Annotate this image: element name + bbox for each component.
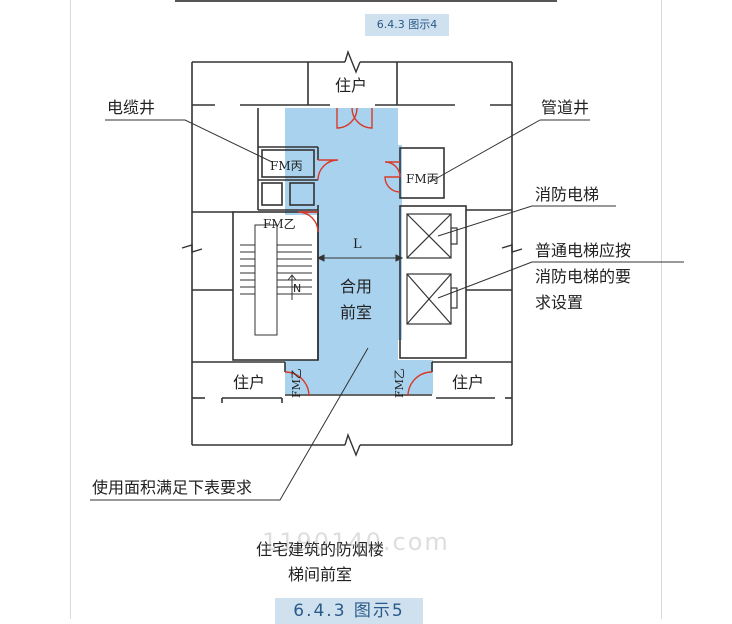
door-label-fm-yi-bottom-left: FM乙: [290, 368, 303, 398]
door-swings: [284, 107, 433, 397]
stair-treads: [240, 224, 312, 336]
walls: [191, 61, 513, 446]
page-frame: [70, 0, 662, 619]
watermark: 1190140.com: [262, 528, 450, 556]
door-label-fm-bing-right: FM丙: [406, 172, 439, 186]
callout-normal-elevator-2: 消防电梯的要: [535, 267, 631, 286]
door-label-fm-yi-stair: FM乙: [263, 217, 296, 231]
dimension-L-label: L: [353, 237, 362, 252]
figure-label-bottom: 6.4.3 图示5: [275, 598, 423, 624]
door-label-fm-yi-bottom-right: FM乙: [393, 368, 406, 398]
callout-leaders: [90, 119, 684, 501]
caption-line-1: 住宅建筑的防烟楼: [255, 540, 384, 559]
elevators: [406, 213, 458, 325]
top-rule: [175, 0, 557, 2]
anteroom-label-1: 合用: [340, 277, 372, 296]
caption-line-2: 梯间前室: [287, 565, 352, 584]
residence-left-label: 住户: [233, 373, 265, 392]
callout-pipe-shaft: 管道井: [541, 98, 589, 117]
callout-fire-elevator: 消防电梯: [535, 185, 599, 204]
callout-normal-elevator-1: 普通电梯应按: [535, 241, 631, 260]
callout-cable-shaft: 电缆井: [107, 98, 155, 117]
shared-anteroom-area: [285, 108, 432, 393]
anteroom-label-2: 前室: [340, 303, 372, 322]
anteroom-bottom-strip: [285, 360, 433, 394]
stair-direction-label: N: [293, 282, 301, 295]
residence-top-label: 住户: [335, 76, 367, 95]
door-label-fm-bing-left: FM丙: [270, 159, 303, 173]
dimension-L-line: [316, 254, 404, 262]
figure-label-top: 6.4.3 图示4: [365, 14, 449, 36]
callout-normal-elevator-3: 求设置: [535, 293, 583, 312]
residence-right-label: 住户: [452, 373, 484, 392]
callout-area-requirement: 使用面积满足下表要求: [92, 478, 252, 497]
break-lines: [181, 49, 523, 457]
